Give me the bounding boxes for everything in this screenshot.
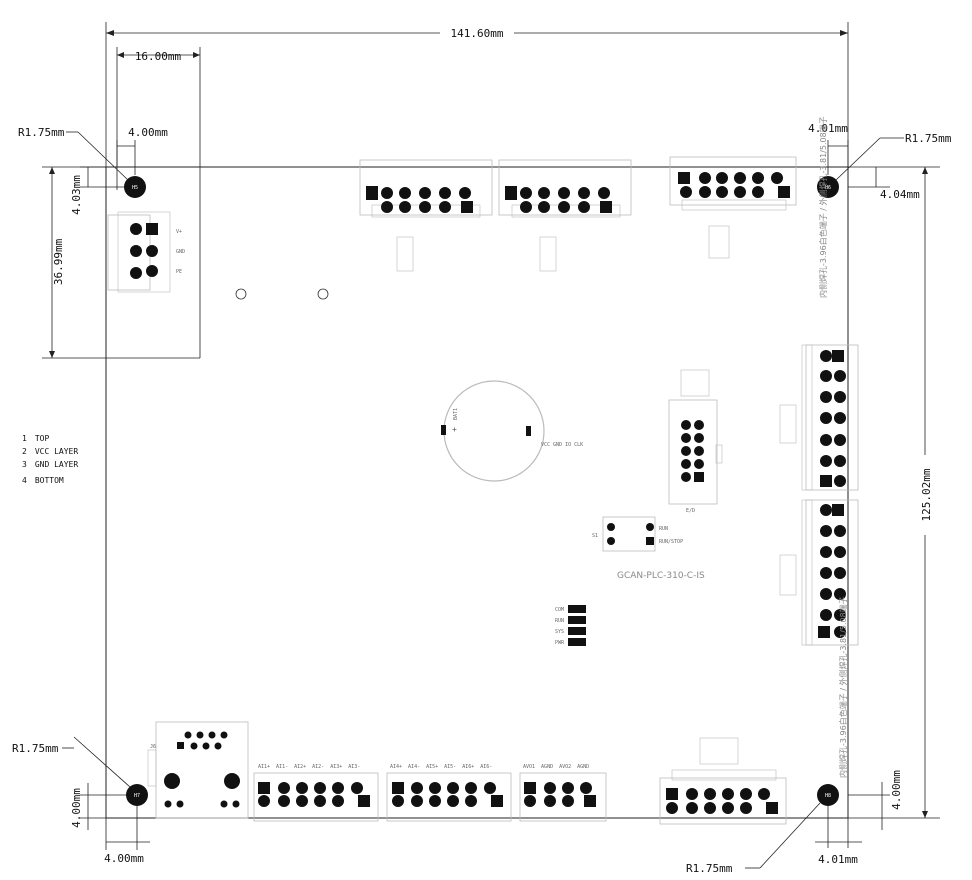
pwr-label-gnd: GND	[176, 249, 185, 255]
ai-terminal-1: AI1+AI1-AI2+AI2-AI3+AI3-	[253, 764, 379, 822]
dim-board-height-label: 125.02mm	[920, 468, 933, 521]
dim-h8-y-label: 4.00mm	[890, 770, 903, 810]
ai-terminal-2: AI4+AI4-AI5+AI5-AI6+AI6-	[386, 764, 512, 822]
fiducial-right	[317, 288, 329, 300]
switch-run-label: RUN	[659, 526, 668, 532]
led-label-run: RUN	[555, 618, 564, 624]
rj45-ref-label: J6	[150, 744, 156, 750]
led-label-pwr: PWR	[555, 640, 565, 646]
dim-h5-x-label: 4.00mm	[128, 126, 168, 139]
battery-pin-labels: VCC GND IO CLK	[541, 442, 583, 448]
dim-h6-radius-label: R1.75mm	[905, 132, 952, 145]
battery-ref-label: BAT1	[453, 408, 459, 420]
top-connector-3	[669, 156, 797, 259]
mounting-hole-h5	[124, 176, 146, 198]
dim-h6-x-label: 4.01mm	[808, 122, 848, 135]
pwr-label-vplus: V+	[176, 229, 182, 235]
terminal-note-bottom: 内侧焊孔-3.96白色端子 / 外侧焊孔-3.81/5.08端子	[838, 596, 848, 778]
hole-bl-group: H7 4.00mm 4.00mm R1.75mm	[12, 736, 150, 865]
dim-left-offset-label: 16.00mm	[135, 50, 182, 63]
dim-board-height: 125.02mm	[848, 166, 940, 819]
dim-h7-x-label: 4.00mm	[104, 852, 144, 865]
board-outline	[105, 166, 849, 819]
mounting-hole-h6	[817, 176, 839, 198]
ai-labels-1: AI1+AI1-AI2+AI2-AI3+AI3-	[258, 764, 360, 770]
dim-h5-y-label: 4.03mm	[70, 175, 83, 215]
fiducial-left	[235, 288, 247, 300]
battery-holder: + BAT1 VCC GND IO CLK	[441, 380, 583, 482]
jtag-header: E/D	[668, 369, 723, 514]
board-model-label: GCAN-PLC-310-C-IS	[617, 571, 705, 581]
dim-left-block-height: 36.99mm	[42, 166, 200, 359]
led-label-sys: SYS	[555, 629, 564, 635]
dim-h6-y-label: 4.04mm	[880, 188, 920, 201]
led-label-com: COM	[555, 607, 564, 613]
dim-h7-y-label: 4.00mm	[70, 788, 83, 828]
hole-h8-label: H8	[825, 793, 831, 799]
rj45-connector: J6	[147, 721, 249, 819]
terminal-note-top: 内侧焊孔-3.96白色端子 / 外侧焊孔-3.81/5.08端子	[818, 116, 828, 298]
dim-h8-radius-label: R1.75mm	[686, 862, 733, 875]
dim-h5-radius-label: R1.75mm	[18, 126, 65, 139]
dim-board-width: 141.60mm	[105, 22, 849, 167]
status-leds: COM RUN SYS PWR	[555, 605, 586, 646]
pwr-label-pe: PE	[176, 269, 182, 275]
top-connector-1	[359, 159, 493, 272]
bottom-connector-right	[659, 737, 787, 825]
dim-left-offset: 16.00mm	[116, 47, 201, 358]
hole-tl-group: H5 4.00mm 4.03mm R1.75mm	[18, 126, 168, 215]
hole-h6-label: H6	[825, 185, 831, 191]
mounting-hole-h8	[817, 784, 839, 806]
run-stop-switch: RUN RUN/STOP S1	[592, 516, 683, 552]
hole-h7-label: H7	[134, 793, 140, 799]
svg-text:+: +	[452, 425, 457, 434]
top-connector-2	[498, 159, 632, 272]
mounting-hole-h7	[126, 784, 148, 806]
hole-h5-label: H5	[132, 185, 138, 191]
jtag-ref-label: E/D	[686, 508, 695, 514]
hole-br-group: H8 4.01mm 4.00mm R1.75mm	[686, 770, 903, 875]
switch-ref-label: S1	[592, 533, 598, 539]
hole-tr-group: H6 4.01mm 4.04mm R1.75mm	[808, 122, 952, 201]
right-terminal-lower	[779, 499, 859, 646]
dim-left-block-height-label: 36.99mm	[52, 238, 65, 285]
ai-labels-2: AI4+AI4-AI5+AI5-AI6+AI6-	[390, 764, 492, 770]
power-connector: V+ GND PE	[107, 211, 185, 293]
switch-stop-label: RUN/STOP	[659, 539, 683, 545]
dim-h8-x-label: 4.01mm	[818, 853, 858, 866]
dim-board-width-label: 141.60mm	[451, 27, 504, 40]
right-terminal-upper	[779, 344, 859, 491]
dim-h7-radius-label: R1.75mm	[12, 742, 59, 755]
